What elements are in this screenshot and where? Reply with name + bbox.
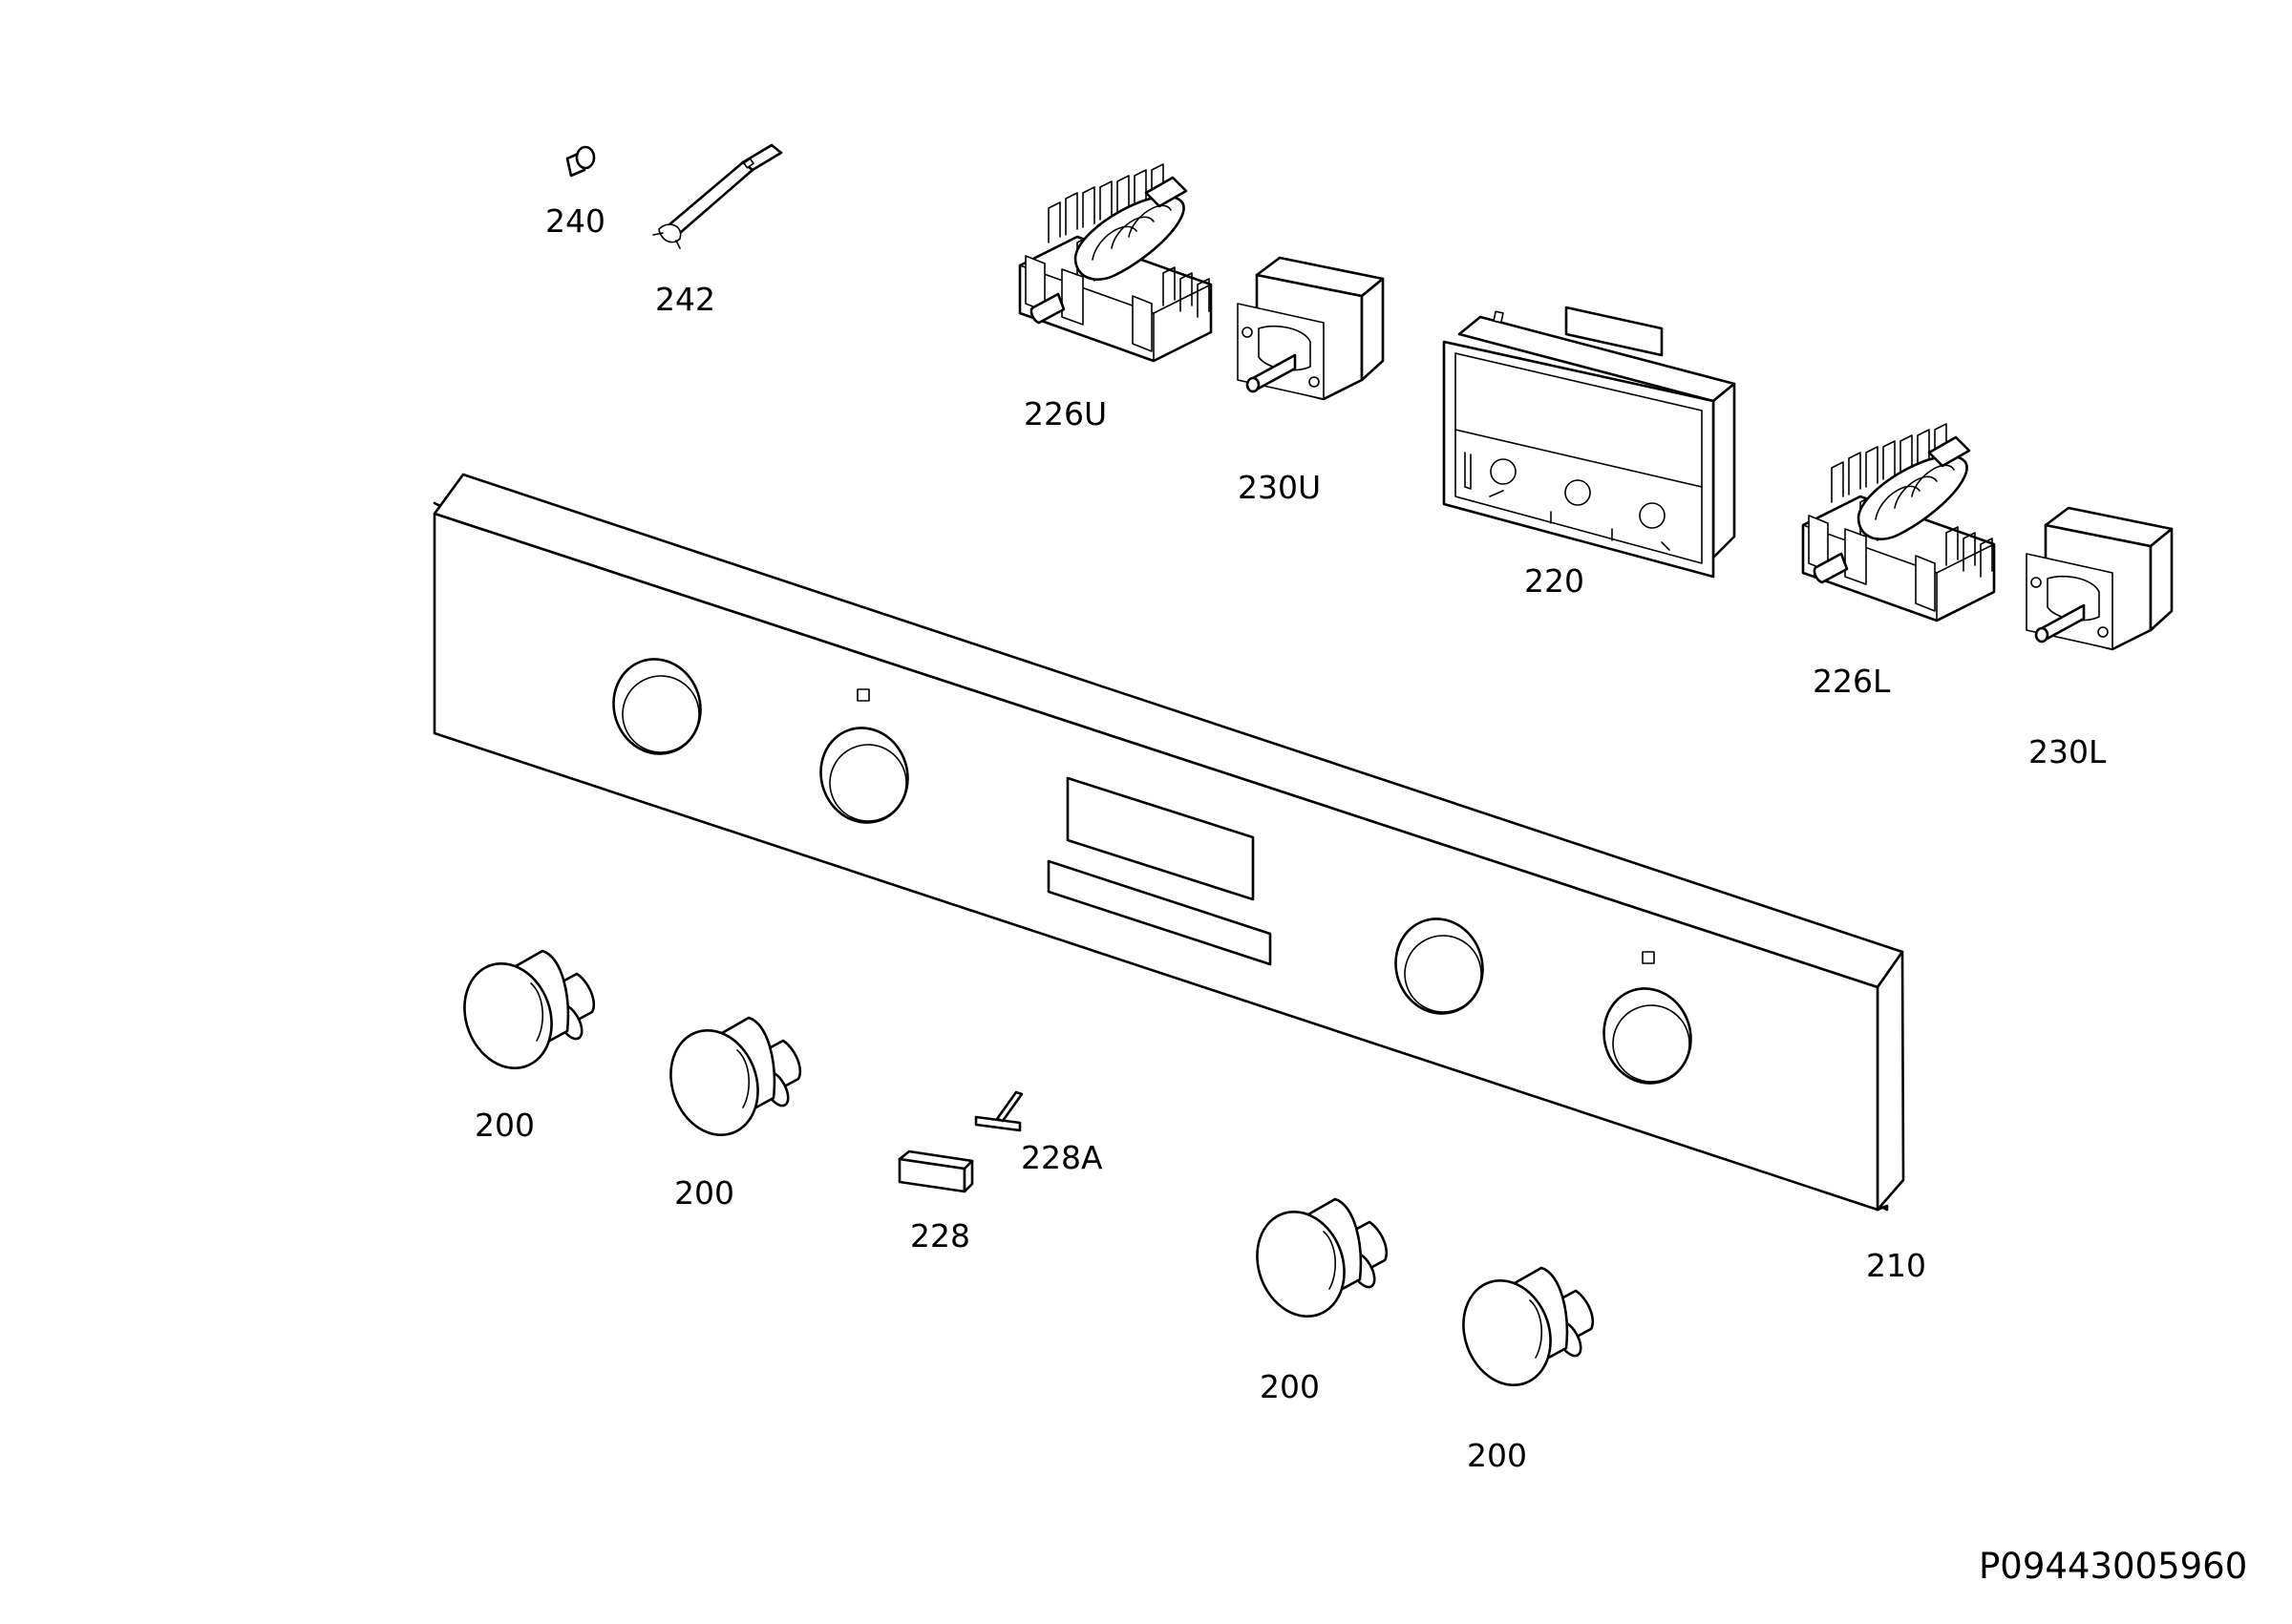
part-label-200: 200 xyxy=(475,1107,535,1144)
control-knob-icon xyxy=(1448,1266,1595,1399)
part-label-200: 200 xyxy=(674,1174,734,1212)
control-panel-fascia xyxy=(433,473,1905,1212)
indicator-hole xyxy=(1642,951,1655,964)
panel-knob-hole xyxy=(612,658,702,755)
display-strip xyxy=(1047,859,1272,966)
control-knob-icon xyxy=(1242,1197,1389,1330)
part-label-230u: 230U xyxy=(1238,469,1322,506)
lamp-holder-icon xyxy=(652,143,783,249)
part-label-226l: 226L xyxy=(1813,663,1891,700)
rotary-switch-icon xyxy=(1018,162,1213,363)
part-label-200: 200 xyxy=(1260,1368,1320,1405)
rotary-switch-icon xyxy=(1801,422,1996,622)
thermostat-icon xyxy=(1236,256,1385,401)
electronic-timer-icon xyxy=(1442,306,1736,579)
thermostat-icon xyxy=(2025,506,2174,651)
part-label-228: 228 xyxy=(910,1217,970,1255)
control-knob-icon xyxy=(449,949,596,1082)
part-label-242: 242 xyxy=(655,281,715,318)
display-lens-icon xyxy=(898,1149,974,1193)
part-label-226u: 226U xyxy=(1024,395,1108,432)
panel-knob-hole xyxy=(1394,917,1484,1015)
part-label-230l: 230L xyxy=(2028,733,2107,770)
panel-knob-hole xyxy=(819,727,909,824)
display-window xyxy=(1066,776,1255,901)
indicator-lamp-icon xyxy=(565,145,596,178)
display-bracket-icon xyxy=(974,1090,1024,1132)
part-label-240: 240 xyxy=(545,202,605,240)
control-knob-icon xyxy=(655,1016,802,1149)
panel-knob-hole xyxy=(1602,987,1692,1085)
part-label-220: 220 xyxy=(1524,562,1584,600)
part-label-210: 210 xyxy=(1866,1247,1926,1284)
drawing-code: P09443005960 xyxy=(1979,1546,2248,1587)
indicator-hole xyxy=(857,688,870,702)
part-label-228a: 228A xyxy=(1021,1139,1103,1176)
part-label-200: 200 xyxy=(1467,1437,1527,1474)
